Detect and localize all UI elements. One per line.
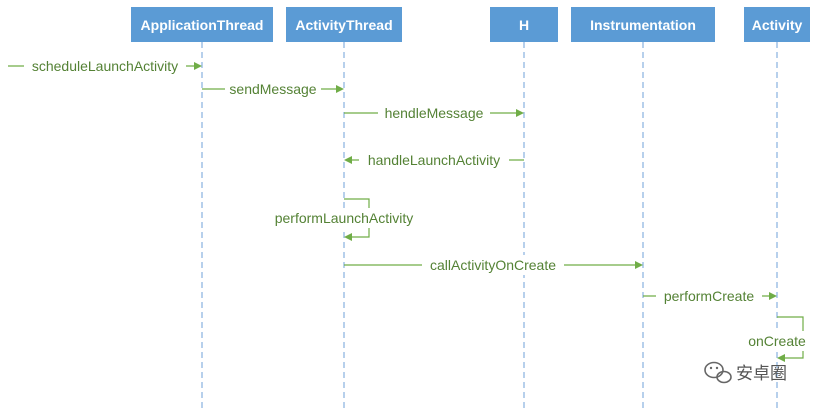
watermark-text: 安卓圈: [736, 364, 787, 384]
arrowhead-right-icon: [336, 85, 344, 93]
wechat-icon: [704, 361, 732, 384]
arrowhead-left-icon: [777, 354, 785, 362]
lifeline-activity: Activity: [744, 7, 810, 408]
message-send-message: sendMessage: [202, 79, 344, 99]
lifeline-header-instrumentation: [571, 7, 715, 42]
message-label: scheduleLaunchActivity: [32, 58, 178, 74]
message-label: callActivityOnCreate: [430, 257, 556, 273]
message-schedule-launch-activity: scheduleLaunchActivity: [8, 56, 202, 76]
message-label: performCreate: [664, 288, 754, 304]
lifeline-title-activity-thread: ActivityThread: [295, 17, 392, 33]
lifeline-header-h: [490, 7, 558, 42]
lifeline-activity-thread: ActivityThread: [286, 7, 402, 408]
message-perform-launch-activity: performLaunchActivity: [264, 198, 424, 241]
watermark: 安卓圈: [704, 361, 787, 384]
message-call-activity-on-create: callActivityOnCreate: [344, 255, 643, 275]
lifeline-title-h: H: [519, 17, 529, 33]
lifeline-header-activity-thread: [286, 7, 402, 42]
arrowhead-right-icon: [635, 261, 643, 269]
message-on-create: onCreate: [744, 316, 810, 362]
arrowhead-right-icon: [769, 292, 777, 300]
message-label: handleLaunchActivity: [368, 152, 500, 168]
message-label: onCreate: [748, 333, 806, 349]
arrowhead-right-icon: [194, 62, 202, 70]
message-label: sendMessage: [229, 81, 316, 97]
message-perform-create: performCreate: [643, 286, 777, 306]
lifeline-h: H: [490, 7, 558, 408]
lifeline-header-application-thread: [131, 7, 273, 42]
lifeline-header-activity: [744, 7, 810, 42]
lifeline-title-instrumentation: Instrumentation: [590, 17, 696, 33]
message-handle-launch-activity: handleLaunchActivity: [344, 150, 524, 170]
lifeline-instrumentation: Instrumentation: [571, 7, 715, 408]
lifeline-title-application-thread: ApplicationThread: [141, 17, 264, 33]
lifeline-application-thread: ApplicationThread: [131, 7, 273, 408]
message-label: hendleMessage: [385, 105, 484, 121]
lifeline-title-activity: Activity: [752, 17, 803, 33]
arrowhead-left-icon: [344, 156, 352, 164]
message-label: performLaunchActivity: [275, 210, 414, 226]
arrowhead-right-icon: [516, 109, 524, 117]
arrowhead-left-icon: [344, 233, 352, 241]
message-hendle-message: hendleMessage: [344, 103, 524, 123]
